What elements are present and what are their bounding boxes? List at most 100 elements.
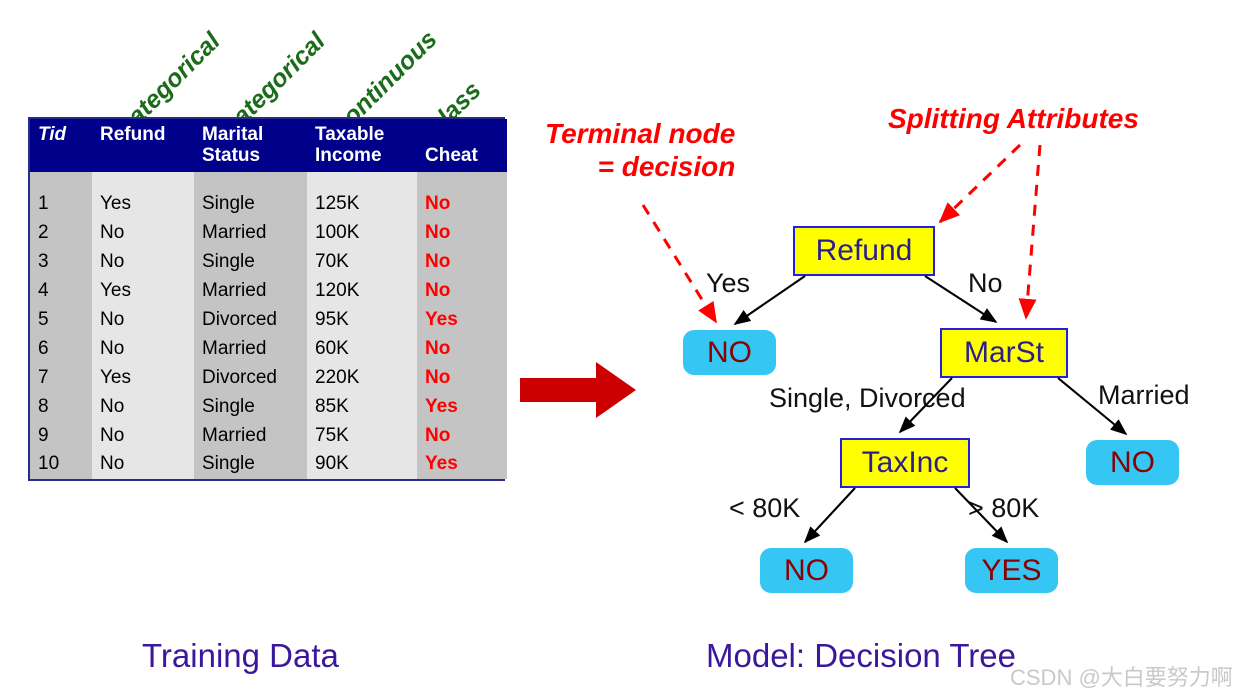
cell-marital-status: Married (194, 276, 307, 306)
annotation-arrow-refund (938, 143, 1022, 224)
cell-marital-status: Single (194, 450, 307, 480)
tree-edge-lt80k: < 80K (729, 493, 801, 523)
cell-cheat: Yes (417, 392, 507, 422)
cell-refund: Yes (92, 363, 194, 393)
cell-taxable-income: 120K (307, 276, 417, 306)
model-caption: Model: Decision Tree (706, 637, 1016, 674)
watermark: CSDN @大白要努力啊 (1010, 665, 1233, 690)
cell-cheat: No (417, 218, 507, 248)
column-header-tid[interactable]: Tid (30, 119, 92, 173)
tree-edge-yes: Yes (706, 268, 751, 298)
cell-marital-status: Married (194, 334, 307, 364)
cell-marital-status: Married (194, 218, 307, 248)
tree-edge-single-divorced: Single, Divorced (769, 383, 966, 413)
terminal-node-line1: Terminal node (545, 118, 736, 149)
cell-tid: 9 (30, 421, 92, 451)
tree-edge-no: No (968, 268, 1003, 298)
tree-node-marst[interactable]: MarSt (940, 328, 1068, 378)
header-text: Tid (38, 124, 67, 145)
cell-tid: 8 (30, 392, 92, 422)
edge-taxinc-lt80k (803, 487, 856, 544)
cell-taxable-income: 125K (307, 190, 417, 219)
header-text: Refund (100, 124, 166, 145)
cell-tid: 3 (30, 247, 92, 277)
cell-marital-status: Single (194, 247, 307, 277)
cell-marital-status: Divorced (194, 363, 307, 393)
header-underline-spacer (30, 172, 507, 191)
cell-marital-status: Single (194, 190, 307, 219)
tree-node-taxinc[interactable]: TaxInc (840, 438, 970, 488)
tree-node-leaf-yes-high[interactable]: YES (965, 548, 1058, 593)
cell-marital-status: Divorced (194, 305, 307, 335)
cell-cheat: No (417, 334, 507, 364)
cell-tid: 1 (30, 190, 92, 219)
tree-node-refund[interactable]: Refund (793, 226, 935, 276)
cell-cheat: Yes (417, 450, 507, 480)
cell-refund: No (92, 247, 194, 277)
cell-cheat: No (417, 247, 507, 277)
cell-taxable-income: 75K (307, 421, 417, 451)
column-header-refund[interactable]: Refund (92, 119, 194, 173)
cell-tid: 2 (30, 218, 92, 248)
header-text: Income (315, 144, 382, 166)
tree-node-leaf-no-married[interactable]: NO (1086, 440, 1179, 485)
cell-taxable-income: 70K (307, 247, 417, 277)
column-header-cheat[interactable]: Cheat (417, 119, 507, 173)
tree-edge-gt80k: > 80K (968, 493, 1040, 523)
header-text: Cheat (425, 144, 478, 166)
cell-cheat: No (417, 421, 507, 451)
cell-tid: 6 (30, 334, 92, 364)
cell-refund: No (92, 334, 194, 364)
training-data-table: Tid Refund Marital Status Taxable Income (28, 117, 507, 482)
tree-node-leaf-no-refund[interactable]: NO (683, 330, 776, 375)
cell-cheat: No (417, 363, 507, 393)
cell-taxable-income: 95K (307, 305, 417, 335)
annotation-arrow-terminal (641, 204, 718, 324)
cell-tid: 5 (30, 305, 92, 335)
annotation-arrow-marst (1018, 144, 1042, 320)
splitting-attributes-annotation: Splitting Attributes (888, 103, 1139, 134)
header-text: Marital (202, 124, 264, 145)
header-text: Taxable (315, 124, 385, 145)
tree-node-leaf-no-low[interactable]: NO (760, 548, 853, 593)
cell-cheat: Yes (417, 305, 507, 335)
cell-refund: No (92, 421, 194, 451)
cell-cheat: No (417, 276, 507, 306)
terminal-node-line2: = decision (597, 151, 736, 183)
cell-taxable-income: 90K (307, 450, 417, 480)
cell-cheat: No (417, 190, 507, 219)
cell-tid: 4 (30, 276, 92, 306)
column-header-marital-status[interactable]: Marital Status (194, 119, 307, 173)
cell-refund: No (92, 392, 194, 422)
cell-refund: Yes (92, 276, 194, 306)
cell-taxable-income: 85K (307, 392, 417, 422)
cell-marital-status: Married (194, 421, 307, 451)
cell-taxable-income: 220K (307, 363, 417, 393)
transition-block-arrow (520, 362, 636, 418)
cell-refund: No (92, 218, 194, 248)
cell-refund: No (92, 305, 194, 335)
cell-taxable-income: 60K (307, 334, 417, 364)
cell-tid: 7 (30, 363, 92, 393)
column-header-taxable-income[interactable]: Taxable Income (307, 119, 417, 173)
cell-taxable-income: 100K (307, 218, 417, 248)
table-header-row: Tid Refund Marital Status Taxable Income (30, 119, 507, 173)
cell-tid: 10 (30, 450, 92, 480)
terminal-node-annotation: Terminal node = decision (545, 117, 735, 183)
cell-refund: Yes (92, 190, 194, 219)
training-data-caption: Training Data (142, 637, 339, 674)
cell-marital-status: Single (194, 392, 307, 422)
header-text: Status (202, 144, 261, 166)
